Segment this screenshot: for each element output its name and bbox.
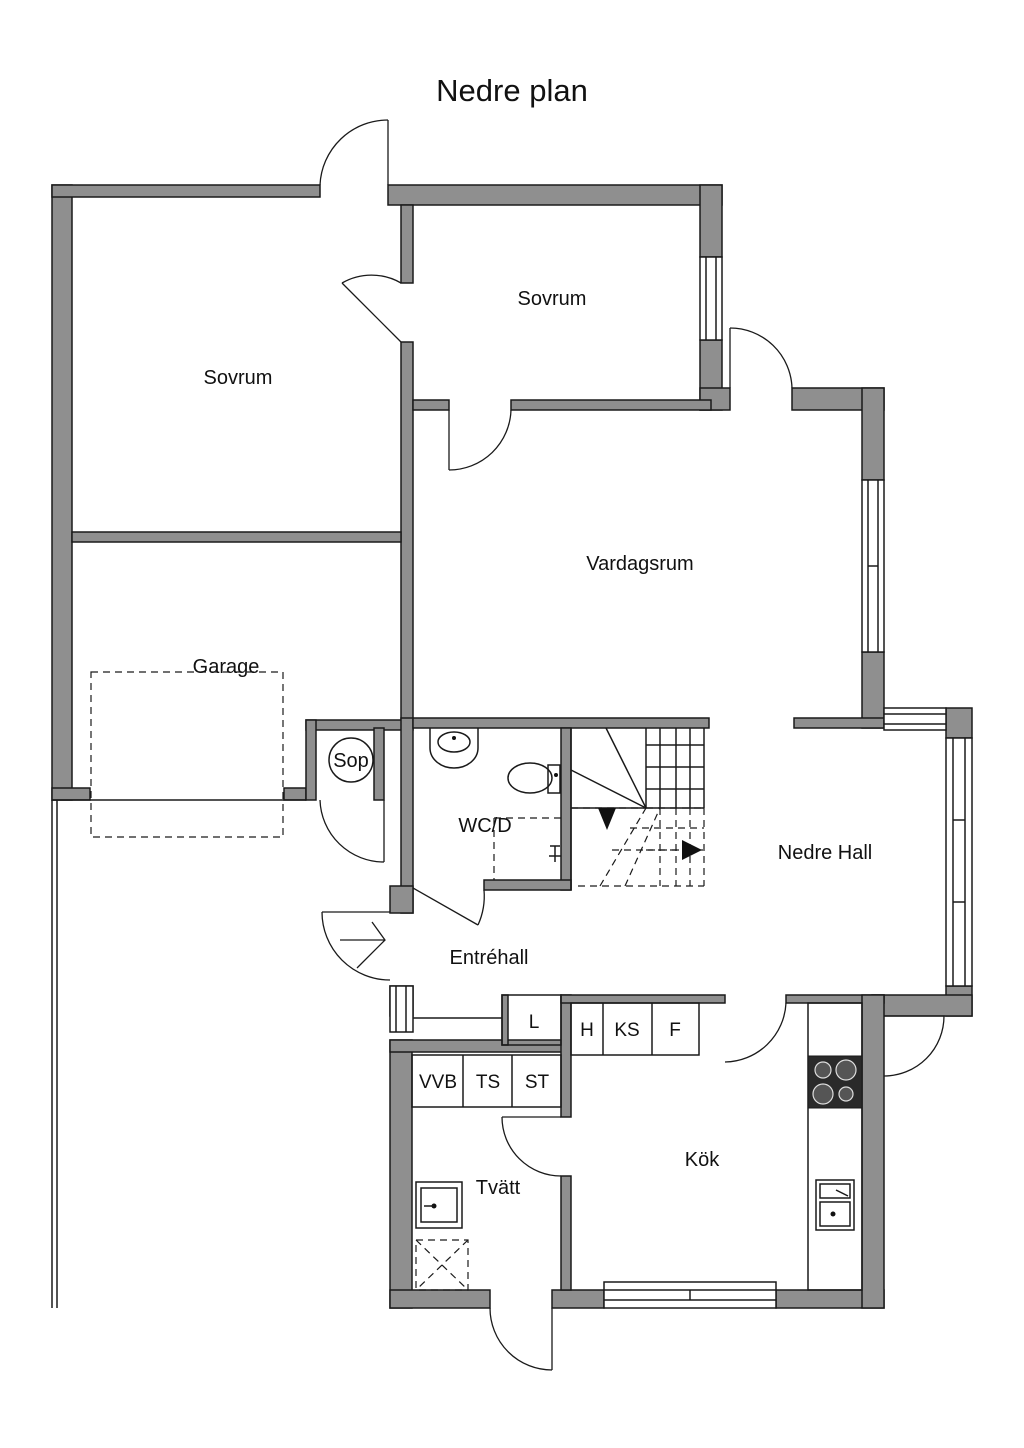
shower-icon	[549, 845, 561, 862]
door-sovrum	[341, 274, 402, 284]
label-vardagsrum: Vardagsrum	[586, 553, 693, 575]
wall-sovrum-bottom-left	[412, 399, 450, 411]
door-tvatt-exterior	[489, 1307, 553, 1371]
label-cabinet-st: ST	[525, 1072, 550, 1093]
label-tvatt: Tvätt	[476, 1177, 521, 1199]
wall-l-cabinet-side	[501, 994, 509, 1046]
floor-drain-icon	[415, 1239, 469, 1291]
cabinet-row-hksf	[570, 1002, 700, 1056]
label-cabinet-ks: KS	[614, 1020, 639, 1041]
wall-hall-right-top	[945, 707, 973, 739]
door-entrance	[321, 911, 391, 981]
wall-interior-sovrum-upper	[400, 204, 414, 284]
wall-kitchen-top-left	[560, 994, 726, 1004]
window-entre	[389, 985, 414, 1033]
wall-wc-left	[400, 717, 414, 914]
wall-outer-left	[51, 184, 73, 801]
label-cabinet-ts: TS	[476, 1072, 500, 1093]
wall-tvatt-top	[389, 1039, 571, 1053]
window-hall-top	[883, 707, 947, 731]
wall-interior-main	[400, 341, 414, 729]
wall-wc-top	[412, 717, 710, 729]
garage-door-dashed	[90, 671, 284, 838]
wall-vardagsrum-right-lower	[861, 651, 885, 729]
kitchen-sink-icon	[815, 1179, 855, 1231]
sink-icon	[429, 728, 479, 769]
wall-kitchen-right	[861, 994, 885, 1309]
wall-top-left	[51, 184, 321, 198]
wall-tvatt-kok-upper	[560, 994, 572, 1118]
wall-sop-right	[373, 727, 385, 801]
wall-tvatt-bottom-left	[389, 1289, 491, 1309]
wall-tvatt-kok-lower	[560, 1175, 572, 1291]
plan-title: Nedre plan	[436, 73, 588, 108]
toilet-icon	[507, 762, 553, 794]
cabinet-row-vvb	[411, 1054, 562, 1108]
label-cabinet-l: L	[529, 1012, 540, 1033]
door-tvatt	[501, 1116, 562, 1177]
door-exterior-right	[729, 327, 793, 389]
sop-circle	[328, 737, 374, 783]
label-cabinet-h: H	[580, 1020, 594, 1041]
doors	[319, 119, 945, 1371]
wall-sop-top	[305, 719, 414, 731]
door-kok	[724, 1002, 787, 1063]
door-exterior-kitchen	[883, 1015, 945, 1077]
wall-sovrum-bottom-right	[510, 399, 712, 411]
cabinet-l	[501, 994, 562, 1046]
window-sovrum	[699, 256, 723, 341]
label-sovrum-left: Sovrum	[204, 367, 273, 389]
cabinets	[411, 994, 863, 1291]
stair-arrow-down-icon	[598, 808, 616, 830]
wall-vardagsrum-right-upper	[861, 387, 885, 481]
wall-garage-bottom-left	[51, 787, 91, 801]
wall-wc-bottom	[483, 879, 572, 891]
wall-garage-bottom-right	[283, 787, 307, 801]
label-cabinet-f: F	[669, 1020, 681, 1041]
label-kok: Kök	[685, 1149, 720, 1171]
wall-wc-stub	[389, 885, 414, 914]
staircase	[570, 727, 705, 890]
wall-top-right	[387, 184, 723, 206]
stair-arrow-right-icon	[682, 840, 702, 860]
labels: Sovrum Sovrum Vardagsrum Garage Sop WC/D…	[193, 288, 873, 1199]
walls	[51, 184, 973, 1309]
label-entrehall: Entréhall	[450, 947, 529, 969]
door-top	[319, 119, 389, 186]
door-wc	[477, 889, 485, 926]
wall-bottom-mid	[551, 1289, 605, 1309]
kitchen-counter	[807, 1002, 863, 1291]
label-cabinet-vvb: VVB	[419, 1072, 457, 1093]
laundry-sink-icon	[415, 1181, 463, 1229]
wall-tvatt-left	[389, 1039, 413, 1309]
wall-vardagsrum-step	[793, 717, 885, 729]
label-sovrum-right: Sovrum	[518, 288, 587, 310]
door-sop	[319, 799, 385, 863]
label-nedre-hall: Nedre Hall	[778, 842, 872, 864]
wall-wc-right	[560, 727, 572, 891]
wall-sovrum-right-upper	[699, 184, 723, 258]
door-vardagsrum	[448, 409, 512, 471]
wall-sovrum-garage	[71, 531, 402, 543]
label-garage: Garage	[193, 656, 260, 678]
windows	[389, 256, 973, 1309]
label-wc: WC/D	[458, 815, 511, 837]
window-hall-bay	[945, 737, 973, 987]
wc-fixtures	[429, 728, 561, 880]
wall-sop-left	[305, 719, 317, 801]
label-sop: Sop	[333, 750, 369, 772]
wall-kitchen-top-right	[871, 994, 973, 1017]
entrance-arrow-icon	[340, 921, 386, 969]
